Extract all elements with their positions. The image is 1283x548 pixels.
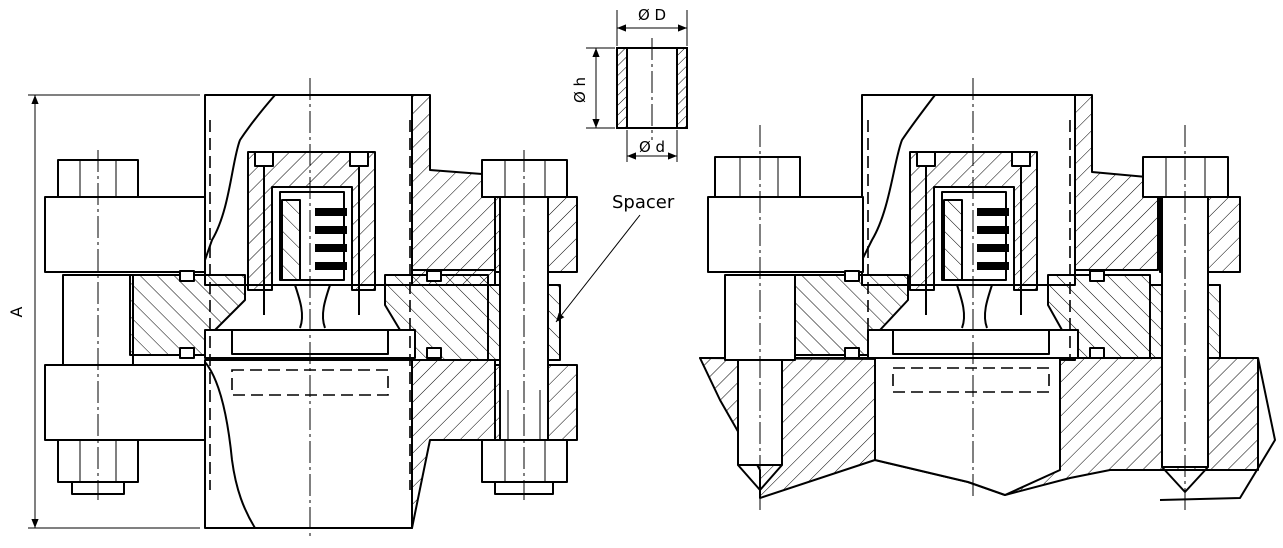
label-overall-dimension: A xyxy=(7,306,26,317)
spacer-callout: Spacer xyxy=(555,192,675,323)
label-inner-diameter: Ø d xyxy=(639,138,665,156)
label-outer-diameter: Ø D xyxy=(638,6,666,24)
label-spacer: Spacer xyxy=(612,192,675,213)
right-assembly xyxy=(699,78,1276,510)
spacer-detail: Ø D Ø h Ø d xyxy=(571,6,688,162)
left-assembly: A xyxy=(7,78,578,540)
label-height: Ø h xyxy=(571,77,589,103)
